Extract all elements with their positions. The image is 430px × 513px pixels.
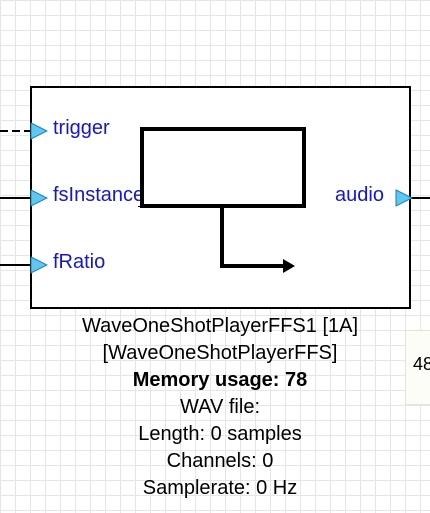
fsinstance-pin-icon[interactable] [30, 189, 48, 207]
wav-file-label: WAV file: [179, 396, 260, 418]
trigger-pin-icon[interactable] [30, 122, 48, 140]
samplerate-info: Samplerate: 0 Hz [142, 477, 298, 499]
fratio-label: fRatio [53, 251, 106, 273]
neighbor-panel-text: 48 [413, 354, 430, 374]
trigger-label: trigger [53, 117, 110, 139]
fsinstance-label: fsInstance [53, 184, 145, 206]
audio-label: audio [335, 184, 384, 206]
fratio-wire[interactable] [0, 264, 30, 266]
memory-usage: Memory usage: 78 [132, 369, 308, 391]
fratio-pin-icon[interactable] [30, 256, 48, 274]
neighbor-panel[interactable]: 48 [405, 330, 430, 405]
fsinstance-wire[interactable] [0, 197, 30, 199]
instance-name: WaveOneShotPlayerFFS1 [1A] [81, 315, 359, 337]
module-block[interactable]: trigger fsInstance fRatio audio [30, 86, 413, 309]
channels-info: Channels: 0 [166, 450, 274, 472]
fsinstance-underline [138, 206, 158, 207]
type-name: [WaveOneShotPlayerFFS] [102, 342, 338, 364]
trigger-wire[interactable] [0, 130, 30, 132]
length-info: Length: 0 samples [138, 423, 302, 445]
oneshot-waveform-icon [140, 127, 306, 273]
audio-wire[interactable] [411, 197, 430, 199]
audio-pin-icon[interactable] [395, 189, 413, 207]
